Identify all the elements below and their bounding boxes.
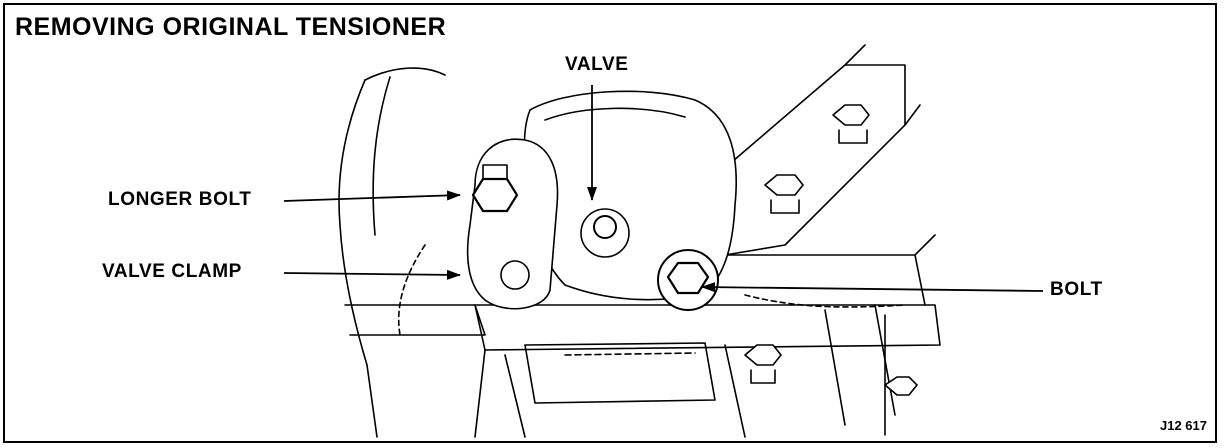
engine-block-edge-left: [338, 79, 378, 438]
lower-housing-top: [474, 304, 941, 351]
lower-right-nut: [884, 376, 918, 396]
lower-housing-panel: [524, 342, 716, 404]
figure-title: REMOVING ORIGINAL TENSIONER: [15, 13, 447, 41]
valve-clamp-arrow: [283, 269, 461, 280]
head-bolt-lower: [764, 174, 804, 214]
lower-housing-panel-line: [564, 352, 696, 356]
head-cover-base: [704, 254, 926, 306]
longer-bolt-part: [471, 164, 519, 213]
figure-id: J12 617: [1160, 418, 1207, 433]
casting-line-right: [744, 294, 906, 308]
lower-housing-left-edge: [474, 349, 486, 438]
valve-label: VALVE: [565, 54, 629, 75]
lower-flange: [344, 304, 486, 336]
lower-right-bolt: [744, 344, 782, 384]
bolt-arrow: [701, 282, 1044, 293]
head-cover-lines: [844, 44, 936, 256]
longer-bolt-label: LONGER BOLT: [108, 189, 252, 210]
valve-clamp-hole: [500, 260, 530, 290]
casting-line-left: [397, 244, 426, 336]
longer-bolt-arrow: [283, 190, 461, 202]
engine-illustration: [283, 44, 1044, 438]
bolt-label: BOLT: [1050, 279, 1103, 300]
engine-block-contour: [372, 76, 391, 236]
figure-frame: REMOVING ORIGINAL TENSIONER VALVE LONGER…: [3, 3, 1217, 443]
tensioner-body-ridge: [544, 107, 686, 121]
bolt-part: [657, 249, 719, 311]
valve-part: [580, 208, 630, 258]
engine-block-top: [364, 67, 446, 81]
valve-clamp-label: VALVE CLAMP: [102, 261, 242, 282]
lower-housing-rib-1: [504, 354, 526, 438]
head-bolt-upper: [832, 104, 870, 144]
lower-housing-rib-2: [724, 344, 746, 438]
